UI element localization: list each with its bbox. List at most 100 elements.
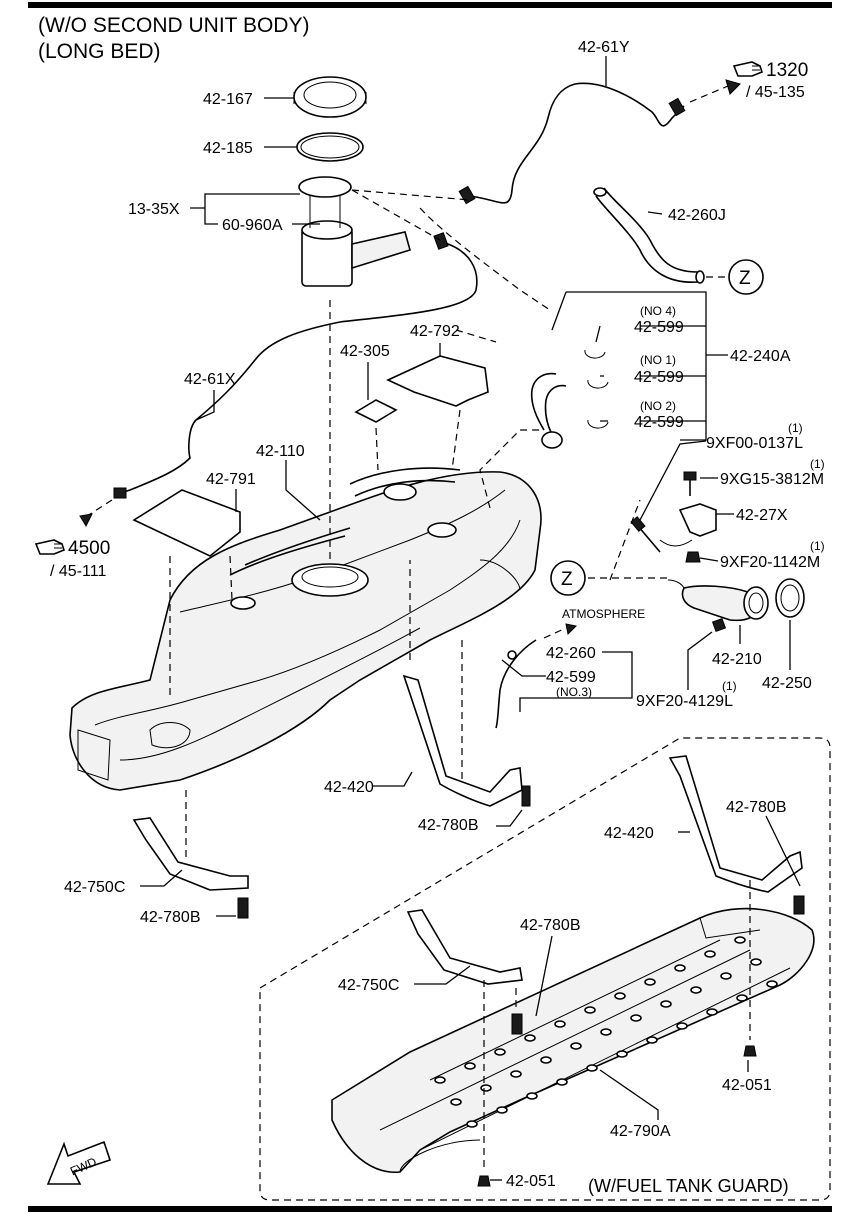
pad-42-791 xyxy=(132,489,241,557)
guard-drain-hole xyxy=(496,1106,508,1114)
qty-9xf20-4129: (1) xyxy=(722,679,737,693)
label-13-35x: 13-35X xyxy=(128,201,180,218)
bottom-border-rule xyxy=(28,1206,832,1212)
label-42-051-bottom: 42-051 xyxy=(506,1173,556,1190)
guard-drain-hole xyxy=(570,1042,582,1050)
header-line-1: (W/O SECOND UNIT BODY) xyxy=(38,14,309,37)
guard-drain-hole xyxy=(676,1022,688,1030)
ground-bracket-42-27x xyxy=(659,503,717,547)
ref-z-circle-upper xyxy=(728,259,764,295)
label-42-210: 42-210 xyxy=(712,651,762,668)
guard-drain-hole xyxy=(600,1028,612,1036)
pointing-hand-icon xyxy=(34,539,65,555)
label-42-250: 42-250 xyxy=(762,675,812,692)
label-42-240a: 42-240A xyxy=(730,348,791,365)
qty-9xf00: (1) xyxy=(788,421,803,435)
qty-9xf20-1142: (1) xyxy=(810,539,825,553)
ref-1320-number: 1320 xyxy=(766,60,808,81)
guard-drain-hole xyxy=(464,1062,476,1070)
label-42-791: 42-791 xyxy=(206,471,256,488)
pad-42-792 xyxy=(386,355,489,407)
label-42-167: 42-167 xyxy=(203,91,253,108)
guard-drain-hole xyxy=(644,978,656,986)
guard-option-boundary xyxy=(259,737,831,1201)
guard-drain-hole xyxy=(556,1078,568,1086)
guard-drain-hole xyxy=(766,980,778,988)
label-60-960a: 60-960A xyxy=(222,217,283,234)
label-42-305: 42-305 xyxy=(340,343,390,360)
label-42-599-no2: 42-599 xyxy=(634,414,684,431)
guard-drain-hole xyxy=(704,950,716,958)
label-42-750c-guard: 42-750C xyxy=(338,977,399,994)
label-42-27x: 42-27X xyxy=(736,507,788,524)
label-42-420-guard: 42-420 xyxy=(604,825,654,842)
harness-42-61x xyxy=(117,241,478,495)
label-42-599-no4: 42-599 xyxy=(634,319,684,336)
hose-42-240a xyxy=(530,372,567,441)
ref-4500-sub: / 45-111 xyxy=(50,563,106,580)
lock-ring xyxy=(293,76,367,118)
label-42-780b-upper: 42-780B xyxy=(418,817,479,834)
label-42-61y: 42-61Y xyxy=(578,39,630,56)
label-42-750c-upper: 42-750C xyxy=(64,879,125,896)
bracket-42-750c-b xyxy=(406,909,523,985)
top-border-rule xyxy=(28,2,832,8)
label-no1: (NO 1) xyxy=(640,353,676,367)
label-42-780b-bracket: 42-780B xyxy=(140,909,201,926)
forward-direction-arrow xyxy=(46,1140,112,1185)
guard-option-caption: (W/FUEL TANK GUARD) xyxy=(588,1176,789,1196)
label-no4: (NO 4) xyxy=(640,304,676,318)
strap-42-420-a xyxy=(402,674,523,807)
ref-z-circle-lower xyxy=(550,560,586,596)
label-42-260j: 42-260J xyxy=(668,207,726,224)
label-42-599-no3: 42-599 xyxy=(546,669,596,686)
label-42-599-no1: 42-599 xyxy=(634,369,684,386)
guard-drain-hole xyxy=(524,1034,536,1042)
pad-42-305 xyxy=(354,399,398,423)
label-42-110: 42-110 xyxy=(256,443,305,460)
fuel-pump-module xyxy=(298,176,411,287)
pump-opening xyxy=(291,563,369,597)
label-42-780b-guard-strap: 42-780B xyxy=(726,799,787,816)
qty-9xg15: (1) xyxy=(810,457,825,471)
guard-drain-hole xyxy=(510,1070,522,1078)
label-42-792: 42-792 xyxy=(410,323,460,340)
guard-drain-hole xyxy=(660,1000,672,1008)
z-letter-upper: Z xyxy=(739,268,751,289)
label-42-420-upper: 42-420 xyxy=(324,779,374,796)
z-letter-lower: Z xyxy=(561,569,573,590)
ref-1320-sub: / 45-135 xyxy=(746,84,805,101)
guard-drain-hole xyxy=(480,1084,492,1092)
fuel-level-sender xyxy=(351,231,411,270)
ref-4500-number: 4500 xyxy=(68,538,110,559)
label-42-61x: 42-61X xyxy=(184,371,236,388)
guard-drain-hole xyxy=(614,992,626,1000)
guard-drain-hole xyxy=(736,994,748,1002)
strap-42-420-b xyxy=(668,755,803,893)
guard-drain-hole xyxy=(720,972,732,980)
hose-42-260j xyxy=(603,187,699,273)
guard-drain-hole xyxy=(734,936,746,944)
guard-drain-hole xyxy=(674,964,686,972)
guard-drain-hole xyxy=(434,1076,446,1084)
harness-42-61y xyxy=(469,82,685,204)
guard-drain-hole xyxy=(584,1006,596,1014)
guard-drain-hole xyxy=(586,1064,598,1072)
pointing-hand-icon xyxy=(732,61,763,77)
fuel-cap xyxy=(775,578,805,618)
label-9xf20-1142m: 9XF20-1142M xyxy=(720,554,820,571)
label-9xf20-4129l: 9XF20-4129L xyxy=(636,693,733,710)
guard-drain-hole xyxy=(646,1036,658,1044)
guard-drain-hole xyxy=(526,1092,538,1100)
guard-drain-hole xyxy=(494,1048,506,1056)
label-42-051-right: 42-051 xyxy=(722,1077,772,1094)
label-42-260: 42-260 xyxy=(546,645,596,662)
label-42-185: 42-185 xyxy=(203,140,253,157)
header-line-2: (LONG BED) xyxy=(38,40,161,63)
label-atmosphere: ATMOSPHERE xyxy=(562,607,645,621)
guard-drain-hole xyxy=(466,1120,478,1128)
guard-holes xyxy=(434,936,778,1128)
label-9xg15-3812m: 9XG15-3812M xyxy=(720,471,824,488)
hose-42-260 xyxy=(495,639,537,729)
bracket-42-750c-a xyxy=(132,817,249,891)
